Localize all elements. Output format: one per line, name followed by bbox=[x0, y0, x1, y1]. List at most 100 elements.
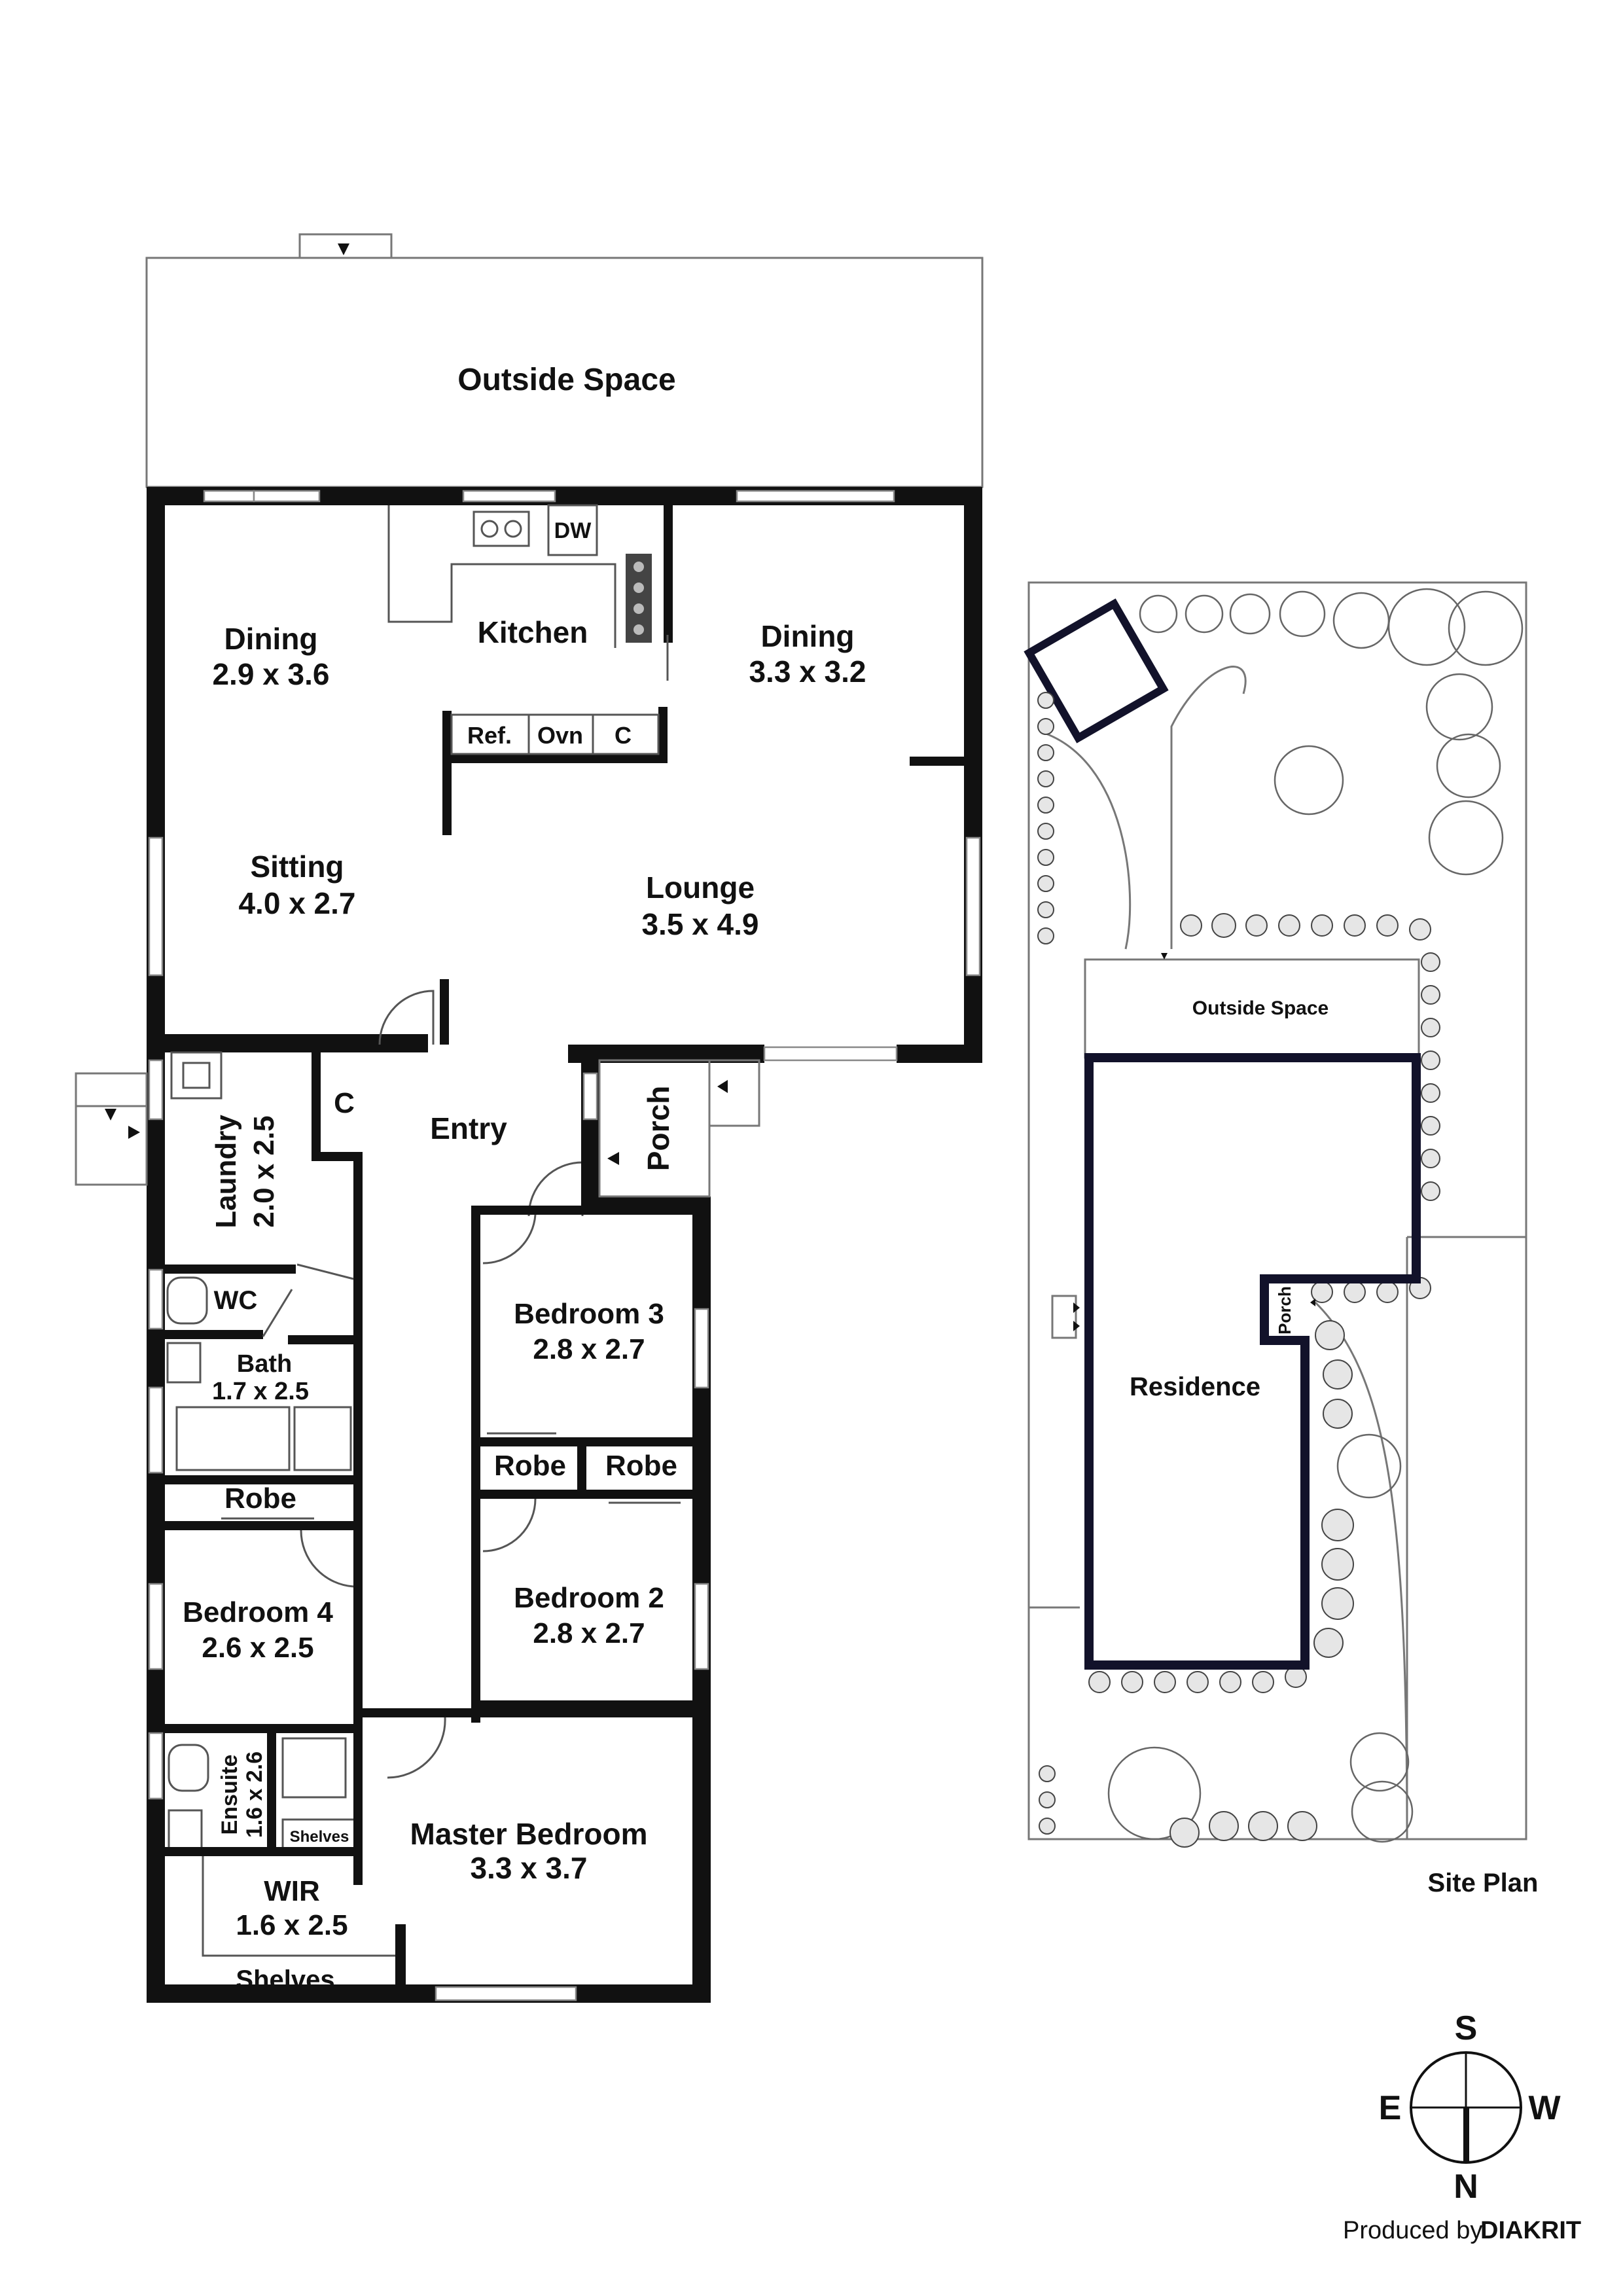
room-name: Entry bbox=[430, 1111, 507, 1145]
shrub bbox=[1421, 985, 1440, 1005]
wall-kitchen-east bbox=[664, 505, 673, 643]
compass-right-label: W bbox=[1528, 2089, 1561, 2127]
window bbox=[253, 490, 321, 503]
room-dims: 3.3 x 3.7 bbox=[470, 1851, 587, 1885]
wall-counter-end bbox=[658, 707, 668, 763]
side-steps bbox=[75, 1072, 148, 1186]
room-name: Bedroom 2 bbox=[514, 1582, 664, 1614]
shrub bbox=[1287, 1811, 1317, 1841]
window bbox=[462, 490, 556, 503]
shrub bbox=[1037, 875, 1054, 892]
room-name: Ensuite bbox=[217, 1755, 242, 1835]
burner bbox=[633, 583, 644, 593]
wall-master-north bbox=[361, 1708, 692, 1717]
room-name: Robe bbox=[224, 1482, 296, 1515]
wall-sitting-partition bbox=[442, 711, 452, 835]
wall-bath-north bbox=[288, 1335, 353, 1344]
door-swing bbox=[378, 990, 435, 1045]
room-dims: 1.6 x 2.6 bbox=[242, 1751, 267, 1838]
shrub bbox=[1421, 1116, 1440, 1136]
kitchen-bench bbox=[387, 505, 616, 648]
shrub bbox=[1211, 913, 1236, 938]
shrub bbox=[1421, 1050, 1440, 1070]
room-name: Dining bbox=[224, 622, 317, 656]
toilet-icon bbox=[166, 1276, 208, 1325]
room-name: Master Bedroom bbox=[410, 1817, 648, 1851]
door-swing bbox=[482, 1214, 537, 1265]
basin-icon bbox=[168, 1809, 203, 1851]
site-arrow-icon bbox=[1073, 1302, 1080, 1313]
shrub bbox=[1252, 1671, 1274, 1693]
shrub bbox=[1037, 770, 1054, 787]
tree bbox=[1229, 593, 1271, 635]
shrub bbox=[1421, 952, 1440, 972]
shrub bbox=[1037, 797, 1054, 814]
tree bbox=[1107, 1746, 1202, 1840]
shrub bbox=[1278, 914, 1300, 937]
door-swing bbox=[387, 1717, 446, 1779]
room-name: WC bbox=[214, 1286, 258, 1315]
room-dims: 2.8 x 2.7 bbox=[533, 1333, 645, 1365]
site-boundary bbox=[1027, 581, 1527, 1840]
shrub bbox=[1209, 1811, 1239, 1841]
tree bbox=[1425, 673, 1493, 741]
oven-label: Ovn bbox=[537, 722, 583, 749]
garden-path bbox=[1170, 666, 1247, 949]
shed bbox=[1024, 598, 1169, 744]
window bbox=[582, 1072, 598, 1121]
wall-robe-divider bbox=[577, 1437, 586, 1499]
shrub bbox=[1037, 692, 1054, 709]
laundry-tub-icon bbox=[170, 1051, 223, 1100]
door-swing bbox=[296, 1263, 354, 1280]
sink-bowl bbox=[480, 520, 499, 538]
shrub bbox=[1037, 901, 1054, 918]
residence-label: Residence bbox=[1130, 1372, 1260, 1401]
window bbox=[148, 1059, 164, 1121]
dishwasher-label: DW bbox=[554, 518, 592, 543]
toilet-icon bbox=[168, 1744, 209, 1792]
tree bbox=[1436, 733, 1501, 798]
entry-arrow-icon bbox=[338, 243, 349, 255]
porch-arrow-icon bbox=[717, 1080, 728, 1093]
shrub bbox=[1037, 718, 1054, 735]
burner bbox=[633, 603, 644, 614]
wall-wc-south bbox=[165, 1330, 263, 1339]
room-name: Laundry bbox=[210, 1115, 242, 1229]
room-dims: 3.3 x 3.2 bbox=[749, 655, 866, 689]
shrub bbox=[1421, 1083, 1440, 1103]
shrub bbox=[1245, 914, 1268, 937]
wall-master-west bbox=[353, 1717, 363, 1855]
shrub bbox=[1421, 1181, 1440, 1201]
wall-robe-south bbox=[165, 1521, 363, 1530]
shrub bbox=[1421, 1149, 1440, 1168]
shrub bbox=[1121, 1671, 1143, 1693]
wall-robe2-south bbox=[586, 1490, 692, 1499]
wall-bed3-north bbox=[471, 1206, 593, 1215]
shrub bbox=[1088, 1671, 1111, 1693]
shrub bbox=[1321, 1509, 1354, 1541]
site-arrow-icon bbox=[1161, 953, 1168, 960]
wall-kitchen-counter bbox=[442, 754, 668, 763]
window bbox=[148, 1386, 164, 1474]
hedges bbox=[1037, 692, 1440, 1848]
shrub bbox=[1323, 1399, 1353, 1429]
shrub bbox=[1154, 1671, 1176, 1693]
wall-laundry-south bbox=[165, 1265, 296, 1274]
door-swing bbox=[300, 1530, 354, 1588]
window bbox=[694, 1583, 709, 1670]
shrub bbox=[1219, 1671, 1241, 1693]
shower-icon bbox=[293, 1406, 352, 1471]
shrub bbox=[1421, 1018, 1440, 1037]
tree bbox=[1428, 800, 1504, 876]
shrub bbox=[1321, 1548, 1354, 1581]
wir-shelf bbox=[202, 1856, 395, 1957]
tree bbox=[1387, 588, 1466, 666]
closet-label: C bbox=[334, 1087, 355, 1119]
wall-entry-stub bbox=[440, 979, 449, 1045]
burner bbox=[633, 562, 644, 572]
site-plan-title: Site Plan bbox=[1428, 1869, 1539, 1897]
room-dims: 3.5 x 4.9 bbox=[641, 907, 758, 941]
compass: S E W N bbox=[1379, 2009, 1561, 2206]
door-swing bbox=[527, 1161, 584, 1217]
window bbox=[965, 836, 981, 977]
